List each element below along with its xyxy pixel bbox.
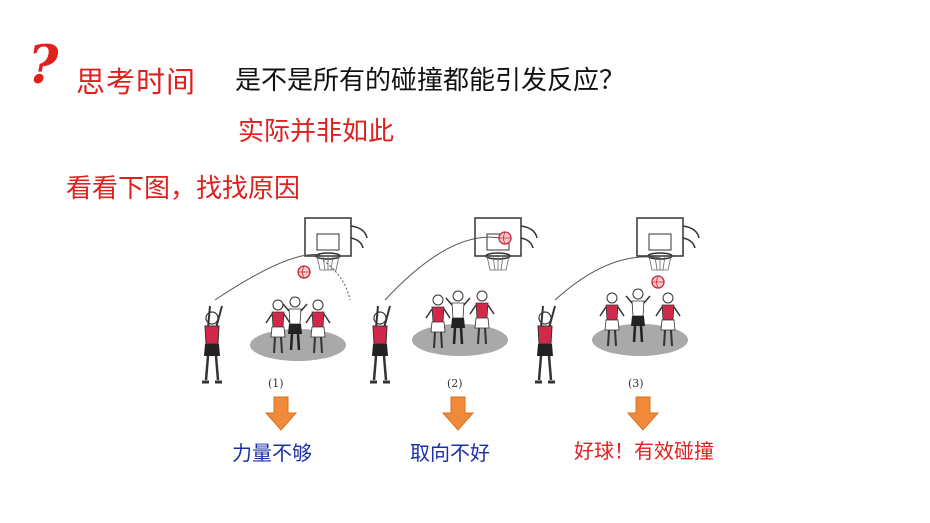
panel-1-caption: 力量不够 [232, 441, 312, 465]
basketball-hoop-icon [304, 217, 368, 271]
panel-2-caption: 取向不好 [410, 441, 490, 465]
look-prompt: 看看下图，找找原因 [66, 174, 301, 204]
panel-1-number: (1) [268, 377, 284, 390]
answer-text: 实际并非如此 [238, 117, 395, 147]
panel-3-caption: 好球！有效碰撞 [574, 439, 714, 463]
panel-1-scene [200, 217, 368, 384]
question-mark-icon: ? [28, 35, 59, 96]
panel-2-scene [368, 217, 538, 384]
think-time-label: 思考时间 [76, 65, 197, 99]
down-arrow-icon [441, 396, 475, 431]
question-text: 是不是所有的碰撞都能引发反应？ [235, 66, 626, 96]
panel-3-scene [533, 217, 700, 384]
basketball-icon [297, 265, 311, 279]
panel-2-number: (2) [447, 377, 463, 390]
panel-3-number: (3) [628, 377, 644, 390]
down-arrow-icon [626, 396, 660, 431]
down-arrow-icon [264, 396, 298, 431]
